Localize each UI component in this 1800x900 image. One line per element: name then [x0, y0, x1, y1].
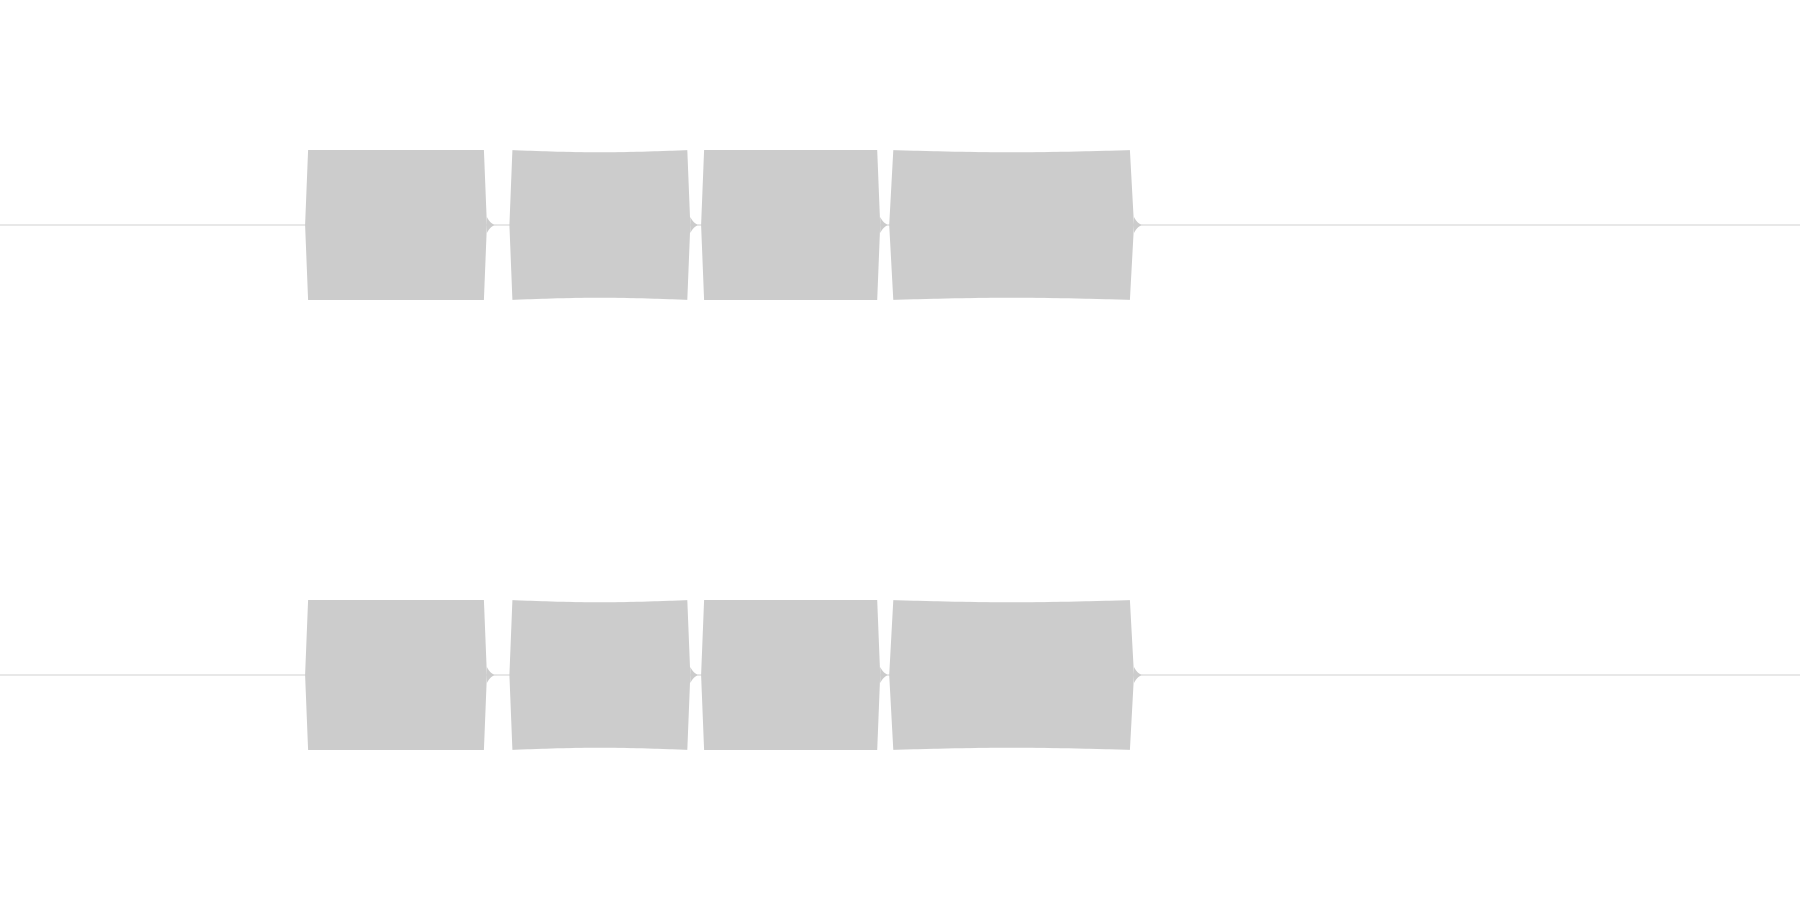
waveform-segment: [889, 150, 1134, 300]
waveform-decay-tail: [486, 667, 497, 683]
waveform-segment: [509, 600, 691, 750]
waveform-channel-1: [0, 150, 1800, 300]
waveform-decay-tail: [1134, 667, 1144, 683]
waveform-decay-tail: [486, 217, 497, 233]
waveform-decay-tail: [880, 667, 891, 683]
waveform-segment: [701, 600, 881, 750]
waveform-decay-tail: [1134, 217, 1144, 233]
channels-layer: [0, 150, 1800, 750]
waveform-segment: [701, 150, 881, 300]
waveform-segment: [305, 150, 487, 300]
waveform-channel-2: [0, 600, 1800, 750]
waveform-decay-tail: [690, 217, 701, 233]
waveform-segment: [889, 600, 1134, 750]
waveform-segment: [305, 600, 487, 750]
waveform-decay-tail: [880, 217, 891, 233]
waveform-decay-tail: [690, 667, 701, 683]
waveform-segment: [509, 150, 691, 300]
